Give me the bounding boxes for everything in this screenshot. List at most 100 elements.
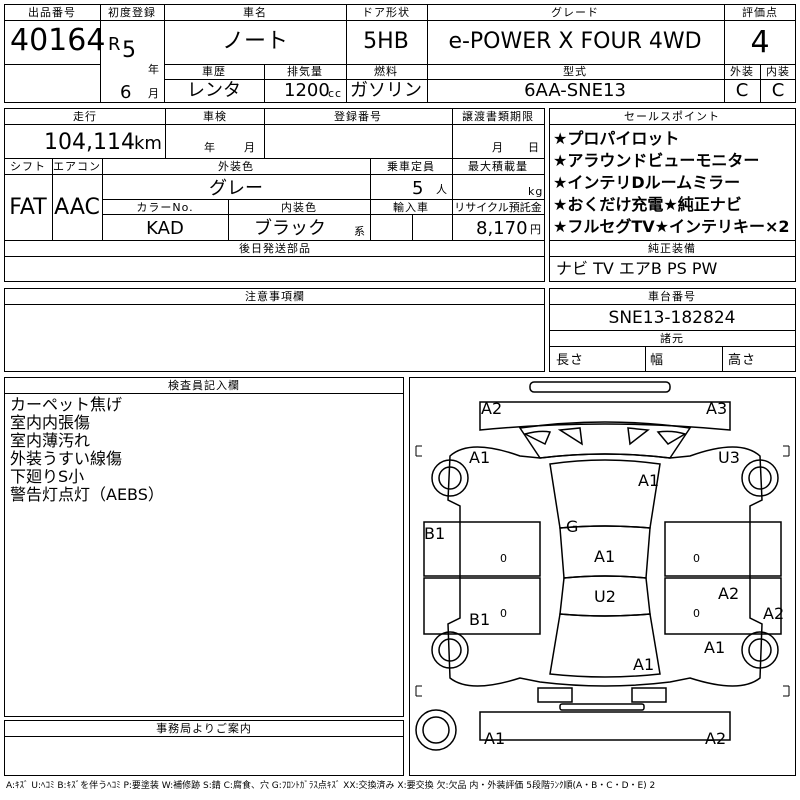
lot-number: 40164 bbox=[10, 23, 106, 58]
zero-mark: 0 bbox=[500, 552, 508, 565]
transfer-day-label: 日 bbox=[528, 141, 540, 154]
displacement-value: 1200 bbox=[284, 80, 330, 101]
inspection-label: 車検 bbox=[203, 110, 227, 123]
car-name: ノート bbox=[221, 29, 289, 54]
sales-points-box bbox=[549, 108, 796, 282]
damage-mark: A1 bbox=[633, 655, 655, 674]
lot-label: 出品番号 bbox=[28, 6, 76, 19]
inspector-line: 室内内張傷 bbox=[10, 413, 91, 432]
damage-mark: B1 bbox=[424, 524, 446, 543]
damage-mark: A1 bbox=[484, 729, 506, 748]
color-label: 外装色 bbox=[218, 160, 254, 173]
car-name-label: 車名 bbox=[243, 6, 267, 19]
era-letter: R bbox=[108, 34, 121, 55]
sales-point: ★おくだけ充電★純正ナビ bbox=[553, 195, 742, 214]
load-label: 最大積載量 bbox=[468, 160, 528, 173]
recycle-value: 8,170 bbox=[476, 218, 528, 239]
interior-color-value: ブラック bbox=[254, 218, 326, 239]
damage-mark: U3 bbox=[718, 448, 740, 467]
inspector-line: 下廻りS小 bbox=[10, 467, 85, 486]
notes-box bbox=[4, 288, 545, 372]
damage-mark: B1 bbox=[469, 610, 491, 629]
displacement-label: 排気量 bbox=[287, 65, 323, 78]
exterior-label: 外装 bbox=[730, 65, 754, 78]
office-label: 事務局よりご案内 bbox=[156, 722, 252, 735]
insp-month-label: 月 bbox=[244, 141, 256, 154]
damage-mark: U2 bbox=[594, 587, 616, 606]
equipment-label: 純正装備 bbox=[648, 242, 696, 255]
shift-label: シフト bbox=[10, 160, 46, 173]
door-value: 5HB bbox=[363, 29, 409, 54]
damage-mark: A2 bbox=[481, 399, 503, 418]
fuel-value: ガソリン bbox=[350, 80, 422, 101]
recycle-unit: 円 bbox=[530, 223, 542, 236]
grade-label: グレード bbox=[551, 6, 599, 19]
inspector-box bbox=[4, 377, 404, 717]
car-diagram: A2 A3 A1 U3 A1 B1 G A1 A2 U2 B1 A2 A1 A1… bbox=[409, 377, 796, 776]
ac-value: AAC bbox=[54, 195, 100, 220]
color-value: グレー bbox=[209, 178, 263, 199]
exterior-value: C bbox=[735, 80, 749, 101]
equipment-value: ナビ TV エアB PS PW bbox=[556, 259, 718, 278]
displacement-unit: cc bbox=[328, 87, 343, 100]
damage-mark: A2 bbox=[705, 729, 727, 748]
office-box bbox=[4, 720, 404, 776]
capacity-label: 乗車定員 bbox=[387, 160, 435, 173]
dims-label: 諸元 bbox=[660, 332, 684, 345]
insp-year-label: 年 bbox=[204, 141, 216, 154]
grade-value: e-POWER X FOUR 4WD bbox=[448, 29, 702, 54]
sales-point: ★プロパイロット bbox=[553, 129, 680, 148]
interior-label: 内装 bbox=[766, 65, 790, 78]
import-label: 輸入車 bbox=[393, 201, 429, 214]
inspector-line: 室内薄汚れ bbox=[10, 431, 91, 450]
damage-mark: A3 bbox=[706, 399, 728, 418]
interior-value: C bbox=[771, 80, 785, 101]
ac-label: エアコン bbox=[53, 160, 101, 173]
damage-mark: A2 bbox=[763, 604, 785, 623]
shift-value: FAT bbox=[9, 195, 47, 220]
mileage-label: 走行 bbox=[73, 110, 97, 123]
chassis-value: SNE13-182824 bbox=[608, 308, 736, 328]
length-label: 長さ bbox=[556, 353, 585, 368]
model-value: 6AA-SNE13 bbox=[524, 80, 626, 101]
sales-point: ★インテリDルームミラー bbox=[553, 173, 741, 192]
inspector-line: 警告灯点灯（AEBS） bbox=[10, 485, 164, 504]
recycle-label: リサイクル預託金 bbox=[454, 201, 542, 214]
mileage-unit: km bbox=[134, 133, 162, 154]
inspector-line: 外装うすい線傷 bbox=[10, 449, 123, 468]
legend-text: A:ｷｽﾞ U:ﾍｺﾐ B:ｷｽﾞを伴うﾍｺﾐ P:要塗装 W:補修跡 S:錆 … bbox=[6, 781, 656, 791]
width-label: 幅 bbox=[650, 353, 665, 368]
interior-color-label: 内装色 bbox=[281, 201, 317, 214]
damage-mark: A1 bbox=[638, 471, 660, 490]
history-label: 車歴 bbox=[202, 65, 226, 78]
interior-color-suffix: 系 bbox=[354, 225, 366, 238]
reg-label: 登録番号 bbox=[334, 110, 382, 123]
door-label: ドア形状 bbox=[362, 6, 410, 19]
capacity-value: 5 bbox=[412, 178, 424, 199]
score-value: 4 bbox=[750, 25, 770, 60]
zero-mark: 0 bbox=[693, 552, 701, 565]
first-reg-label: 初度登録 bbox=[108, 6, 156, 19]
month-label: 月 bbox=[148, 87, 160, 100]
color-no-label: カラーNo. bbox=[136, 201, 194, 214]
car-diagram-svg bbox=[415, 381, 790, 751]
sales-points-label: セールスポイント bbox=[624, 110, 720, 123]
notes-label: 注意事項欄 bbox=[245, 290, 305, 303]
year-label: 年 bbox=[148, 63, 160, 76]
vehicle-info-table bbox=[4, 108, 545, 282]
model-label: 型式 bbox=[563, 65, 587, 78]
color-no-value: KAD bbox=[146, 218, 184, 239]
sales-point: ★フルセグTV★インテリキー×2 bbox=[553, 217, 790, 236]
damage-mark: A2 bbox=[718, 584, 740, 603]
inspector-label: 検査員記入欄 bbox=[168, 379, 240, 392]
chassis-label: 車台番号 bbox=[648, 290, 696, 303]
transfer-month-label: 月 bbox=[492, 141, 504, 154]
inspector-line: カーペット焦げ bbox=[10, 395, 123, 414]
mileage-value: 104,114 bbox=[44, 130, 135, 155]
zero-mark: 0 bbox=[693, 607, 701, 620]
sales-point: ★アラウンドビューモニター bbox=[553, 151, 760, 170]
zero-mark: 0 bbox=[500, 607, 508, 620]
load-unit: kg bbox=[528, 185, 544, 198]
damage-mark: G bbox=[566, 517, 579, 536]
capacity-unit: 人 bbox=[436, 183, 448, 196]
